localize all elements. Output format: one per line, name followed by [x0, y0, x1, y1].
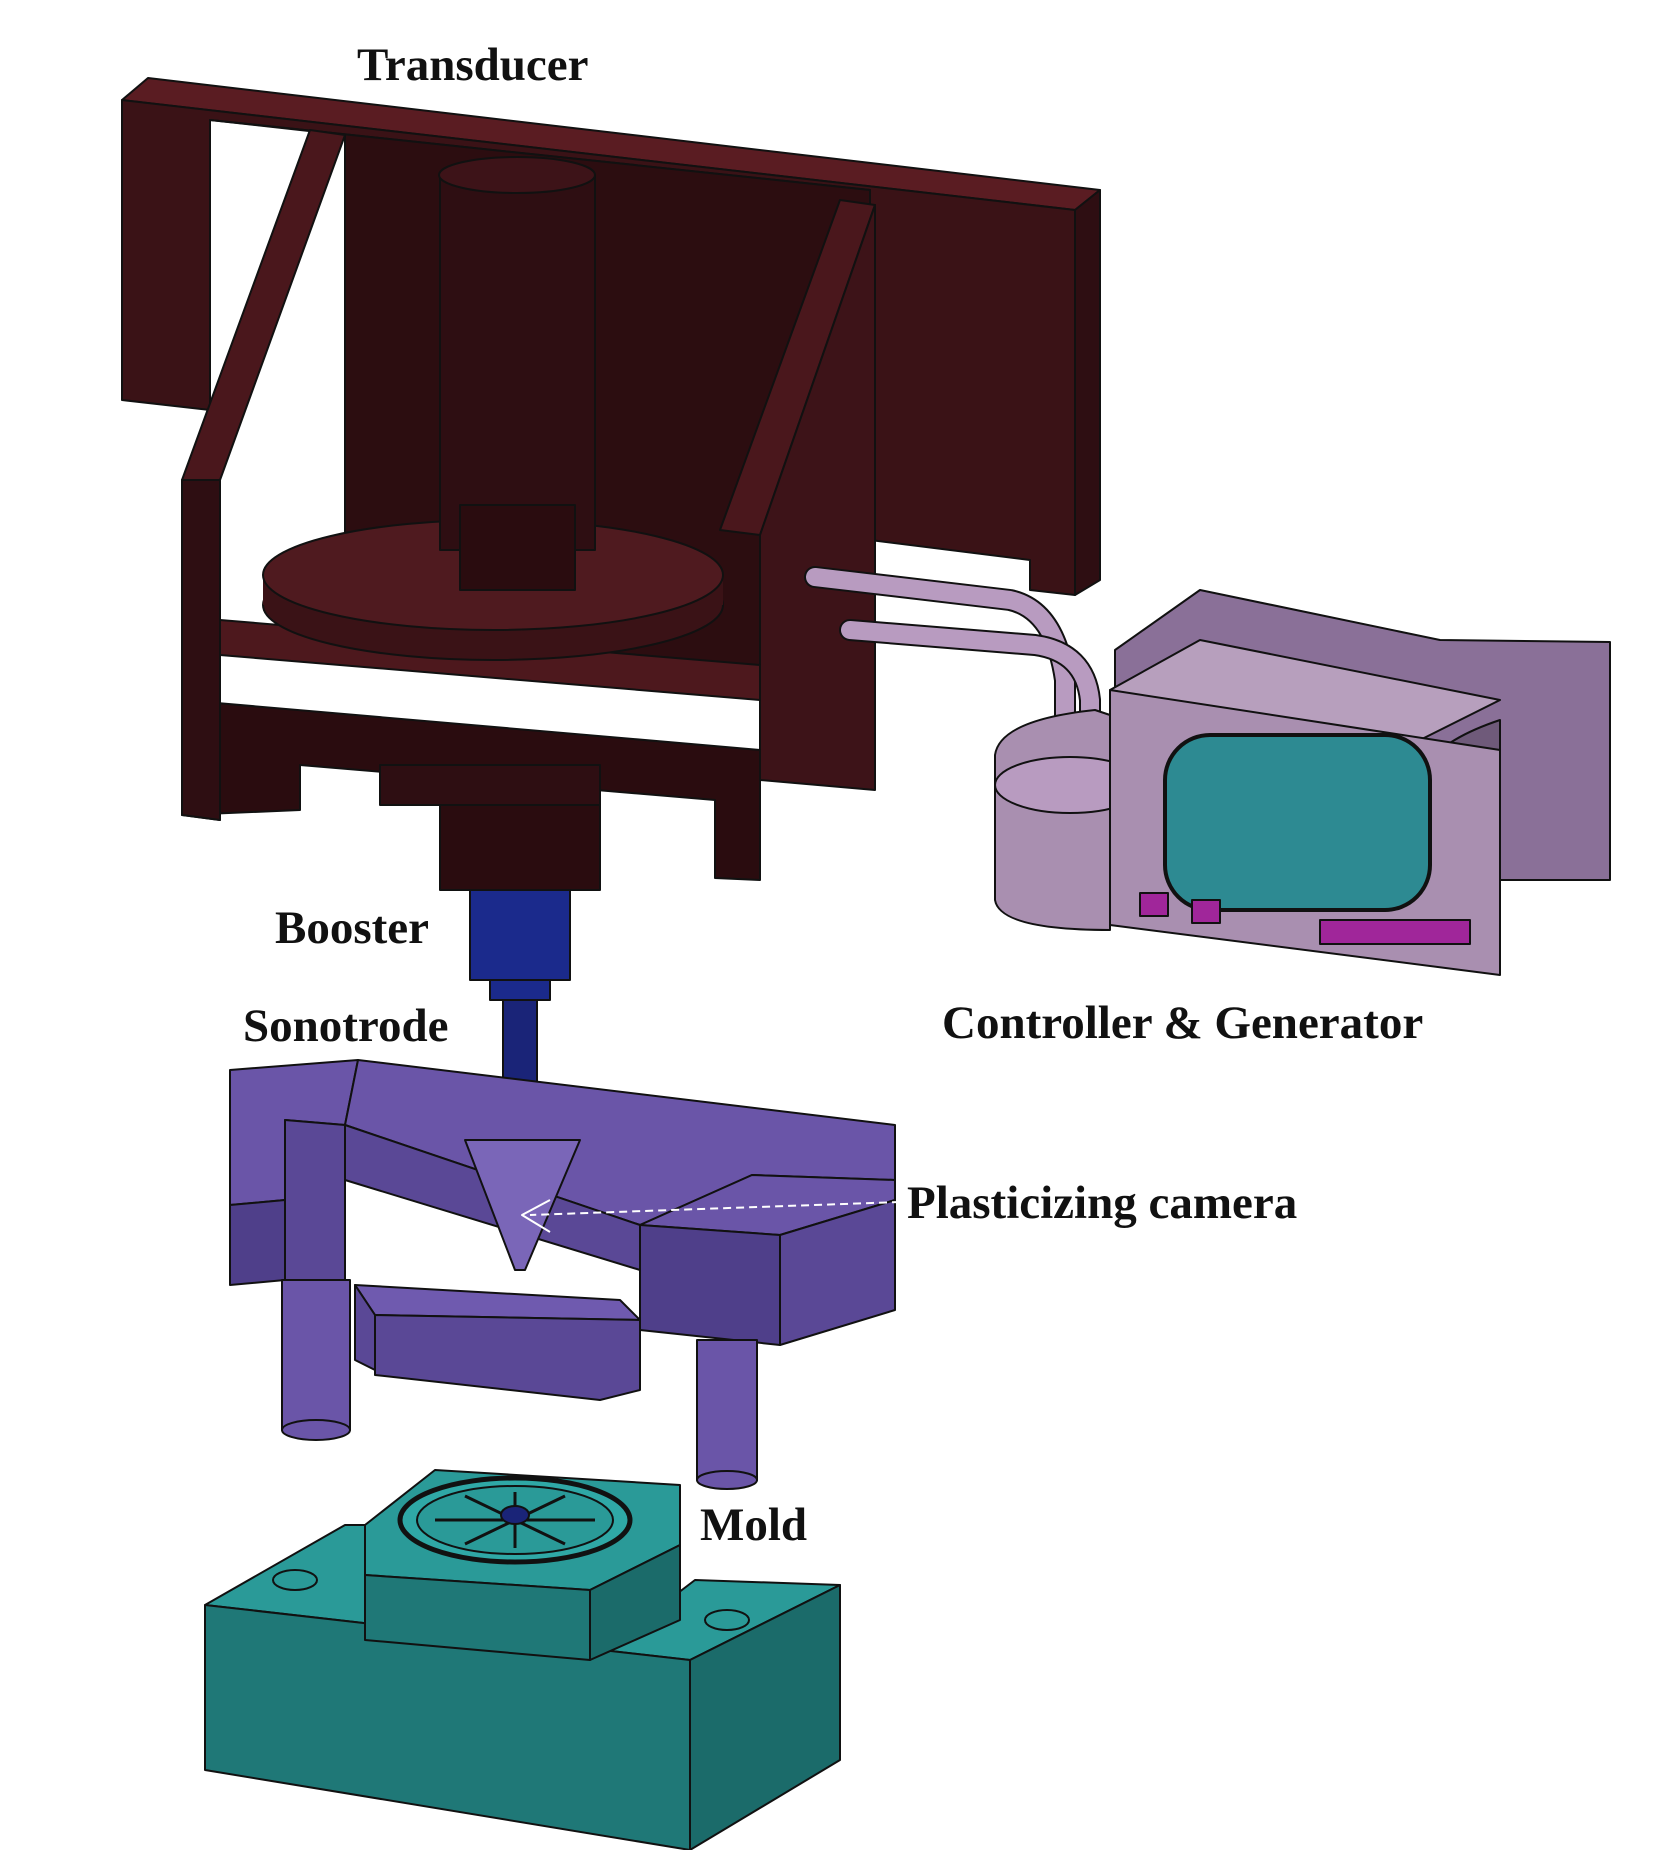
controller-display-strip — [1320, 920, 1470, 944]
transducer-back-plate-side — [1075, 190, 1100, 595]
booster-neck — [490, 980, 550, 1000]
sonotrode-label: Sonotrode — [243, 1000, 449, 1052]
plasticizing-lower-plate-face — [375, 1315, 640, 1400]
plasticizing-right-block-front — [640, 1225, 780, 1345]
transducer-label: Transducer — [357, 39, 589, 91]
left-pillar-base — [282, 1420, 350, 1440]
mold-gate-center — [501, 1506, 529, 1524]
plasticizing-arrow — [522, 1200, 900, 1232]
mold-hole-right — [705, 1610, 749, 1630]
right-pillar-base — [697, 1471, 757, 1489]
controller-button-1 — [1140, 893, 1168, 916]
controller-screen — [1165, 735, 1430, 910]
transducer-cylinder-neck — [460, 505, 575, 590]
plasticizing-arrowhead — [522, 1200, 550, 1232]
controller-button-2 — [1192, 900, 1220, 923]
transducer-hub-lower — [440, 805, 600, 890]
plasticizing-camera-label: Plasticizing camera — [907, 1177, 1298, 1229]
transducer-base-front — [182, 700, 760, 880]
controller-base-puck — [995, 710, 1110, 930]
mold-label: Mold — [700, 1499, 808, 1551]
mold-hole-left — [273, 1570, 317, 1590]
transducer-hub — [380, 765, 600, 805]
plasticizing-funnel — [465, 1140, 580, 1270]
controller-generator-label: Controller & Generator — [942, 997, 1424, 1049]
mold-base-side — [690, 1585, 840, 1850]
left-pillar — [282, 1280, 350, 1430]
transducer-cylinder-top — [439, 157, 595, 193]
controller-generator — [815, 577, 1610, 975]
plasticizing-left-block-side — [285, 1120, 345, 1280]
plasticizing-arrow-line — [530, 1202, 900, 1215]
pipe-upper-fill — [815, 577, 1065, 790]
pipe-lower-fill — [850, 630, 1090, 780]
booster-body — [470, 890, 570, 980]
mold — [205, 1470, 840, 1850]
mold-block-side — [590, 1545, 680, 1660]
right-pillar — [697, 1340, 757, 1480]
plasticizing-left-block-front — [230, 1200, 285, 1285]
booster-label: Booster — [275, 902, 430, 954]
transducer-base-left — [182, 480, 220, 820]
transducer-assembly — [122, 78, 1100, 890]
transducer-cylinder — [440, 175, 595, 550]
plasticizing-right-block-side — [780, 1200, 895, 1345]
plasticizing-unit — [230, 1060, 895, 1489]
